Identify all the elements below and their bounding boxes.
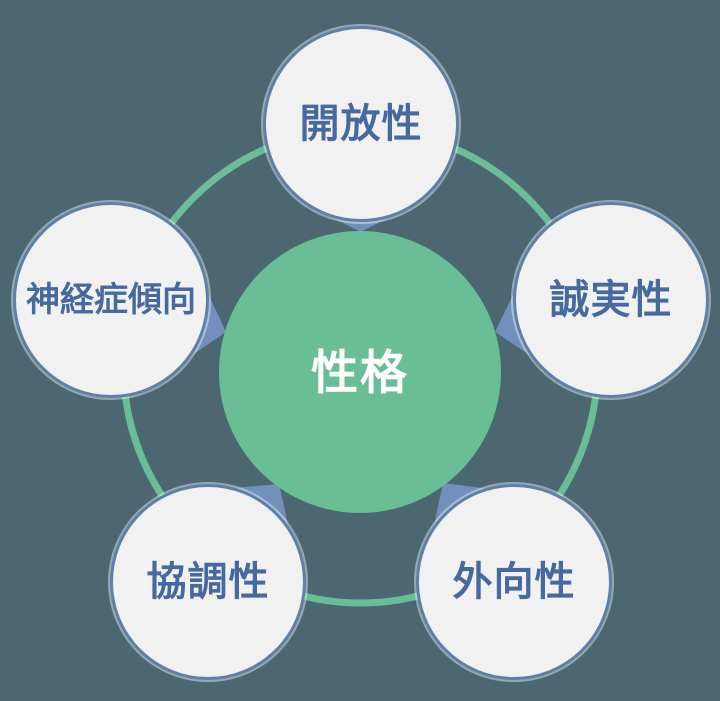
center-node-label: 性格 [311,345,409,399]
node-extraversion-label: 外向性 [452,560,576,604]
node-openness: 開放性 [263,26,459,222]
node-conscientiousness-label: 誠実性 [549,278,673,322]
center-node: 性格 [219,231,501,513]
node-agreeableness-label: 協調性 [146,560,270,604]
node-conscientiousness: 誠実性 [513,202,709,398]
node-openness-label: 開放性 [299,102,423,146]
node-neuroticism-label: 神経症傾向 [26,281,196,319]
node-agreeableness: 協調性 [110,484,306,680]
node-neuroticism: 神経症傾向 [13,202,209,398]
node-extraversion: 外向性 [416,484,612,680]
